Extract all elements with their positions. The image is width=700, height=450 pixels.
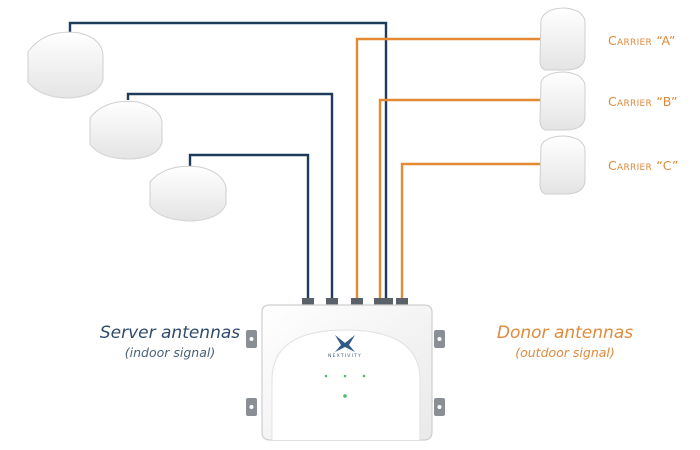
- nextivity-logo-icon: [335, 335, 355, 352]
- device-brand-label: NEXTIVITY: [328, 354, 362, 359]
- server-cable-3: [188, 153, 310, 300]
- carrier-a-label: Carrier “A”: [608, 33, 676, 48]
- cable-connectors: [302, 298, 408, 306]
- server-antenna-3: [149, 165, 227, 222]
- donor-cable-a: [355, 37, 541, 300]
- donor-antenna-c: [539, 135, 586, 195]
- donor-antenna-b: [539, 71, 586, 131]
- carrier-b-label: Carrier “B”: [608, 94, 678, 109]
- donor-antennas-subtitle: (outdoor signal): [515, 345, 615, 360]
- donor-antennas-title: Donor antennas: [496, 323, 634, 343]
- carrier-c-label: Carrier “C”: [608, 158, 679, 173]
- server-antenna-1: [27, 31, 104, 99]
- server-antenna-2: [89, 100, 163, 160]
- server-antennas-title: Server antennas: [99, 323, 241, 343]
- donor-antenna-a: [539, 7, 586, 71]
- server-cable-2: [126, 92, 334, 300]
- donor-cable-b: [378, 98, 541, 300]
- donor-cable-c: [400, 162, 541, 300]
- server-cable-1: [68, 21, 388, 300]
- repeater-unit: [261, 304, 433, 441]
- server-antennas-subtitle: (indoor signal): [124, 345, 216, 360]
